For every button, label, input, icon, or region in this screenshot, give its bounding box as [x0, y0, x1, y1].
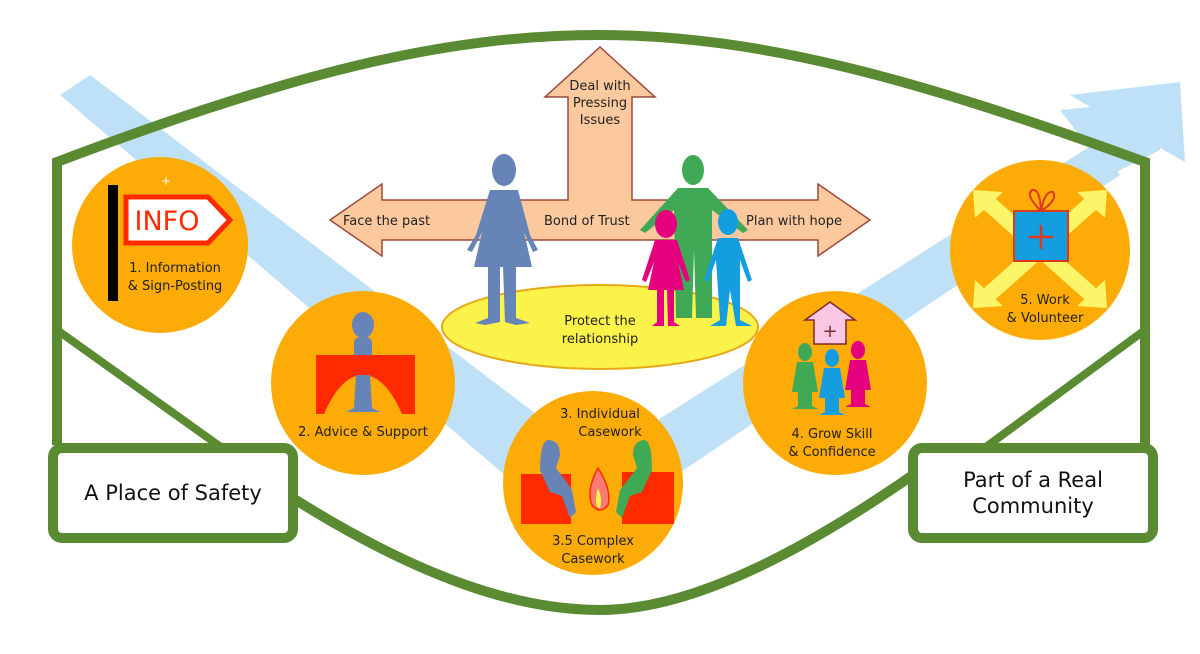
stage-1-label-2: & Sign-Posting — [128, 279, 223, 294]
fireside-chat-icon — [521, 440, 674, 524]
arrow-up-label-3: Issues — [580, 113, 621, 128]
place-of-safety-box: A Place of Safety — [48, 443, 298, 543]
stage-5-work: 5. Work & Volunteer — [950, 160, 1130, 340]
green-arch-bottom — [277, 465, 923, 616]
central-arrow: Deal with Pressing Issues Face the past … — [328, 45, 872, 258]
ellipse-label-2: relationship — [562, 332, 638, 347]
stage-1-information: + INFO 1. Information & Sign-Posting — [72, 157, 248, 333]
stage-3-5-label-2: Casework — [561, 552, 625, 567]
stage-4-label-1: 4. Grow Skill — [791, 427, 872, 442]
info-sign-icon — [123, 194, 234, 246]
stage-3-5-label-1: 3.5 Complex — [552, 534, 634, 549]
arrow-center-label: Bond of Trust — [544, 214, 630, 229]
stage-1-label-1: 1. Information — [129, 261, 221, 276]
signpost-pole — [108, 185, 118, 301]
stage-2-advice: 2. Advice & Support — [271, 291, 455, 475]
gift-arrows-icon — [973, 188, 1107, 308]
info-sign-text: INFO — [135, 206, 200, 237]
place-of-safety-label: A Place of Safety — [84, 480, 262, 505]
arrow-left-label: Face the past — [343, 214, 430, 229]
real-community-label: Part of a Real Community — [963, 467, 1103, 518]
svg-text:+: + — [161, 174, 171, 188]
child-girl-figure-icon — [642, 210, 690, 326]
stage-3-label-1: 3. Individual — [560, 407, 640, 422]
arrow-up-label-2: Pressing — [573, 96, 627, 111]
ellipse-label-1: Protect the — [564, 314, 635, 329]
person-at-desk-icon — [316, 312, 415, 414]
child-boy-figure-icon — [704, 209, 752, 326]
stage-4-grow-skill: + 4. Grow Skill & Confidence — [743, 291, 927, 475]
green-arch-top — [52, 29, 1150, 445]
stage-3-label-2: Casework — [578, 425, 642, 440]
stage-4-label-2: & Confidence — [788, 445, 875, 460]
parent-figure-icon — [640, 155, 748, 318]
real-community-box: Part of a Real Community — [908, 443, 1158, 543]
worker-figure-icon — [467, 154, 538, 325]
people-house-icon: + — [792, 301, 871, 415]
stage-2-label: 2. Advice & Support — [298, 425, 428, 440]
svg-text:+: + — [822, 321, 837, 342]
stage-3-casework: 3. Individual Casework 3.5 Complex Casew… — [503, 391, 683, 575]
stage-5-label-1: 5. Work — [1020, 293, 1070, 308]
arrow-up-label-1: Deal with — [569, 79, 630, 94]
arrow-right-label: Plan with hope — [746, 214, 842, 229]
stage-5-label-2: & Volunteer — [1007, 311, 1084, 326]
